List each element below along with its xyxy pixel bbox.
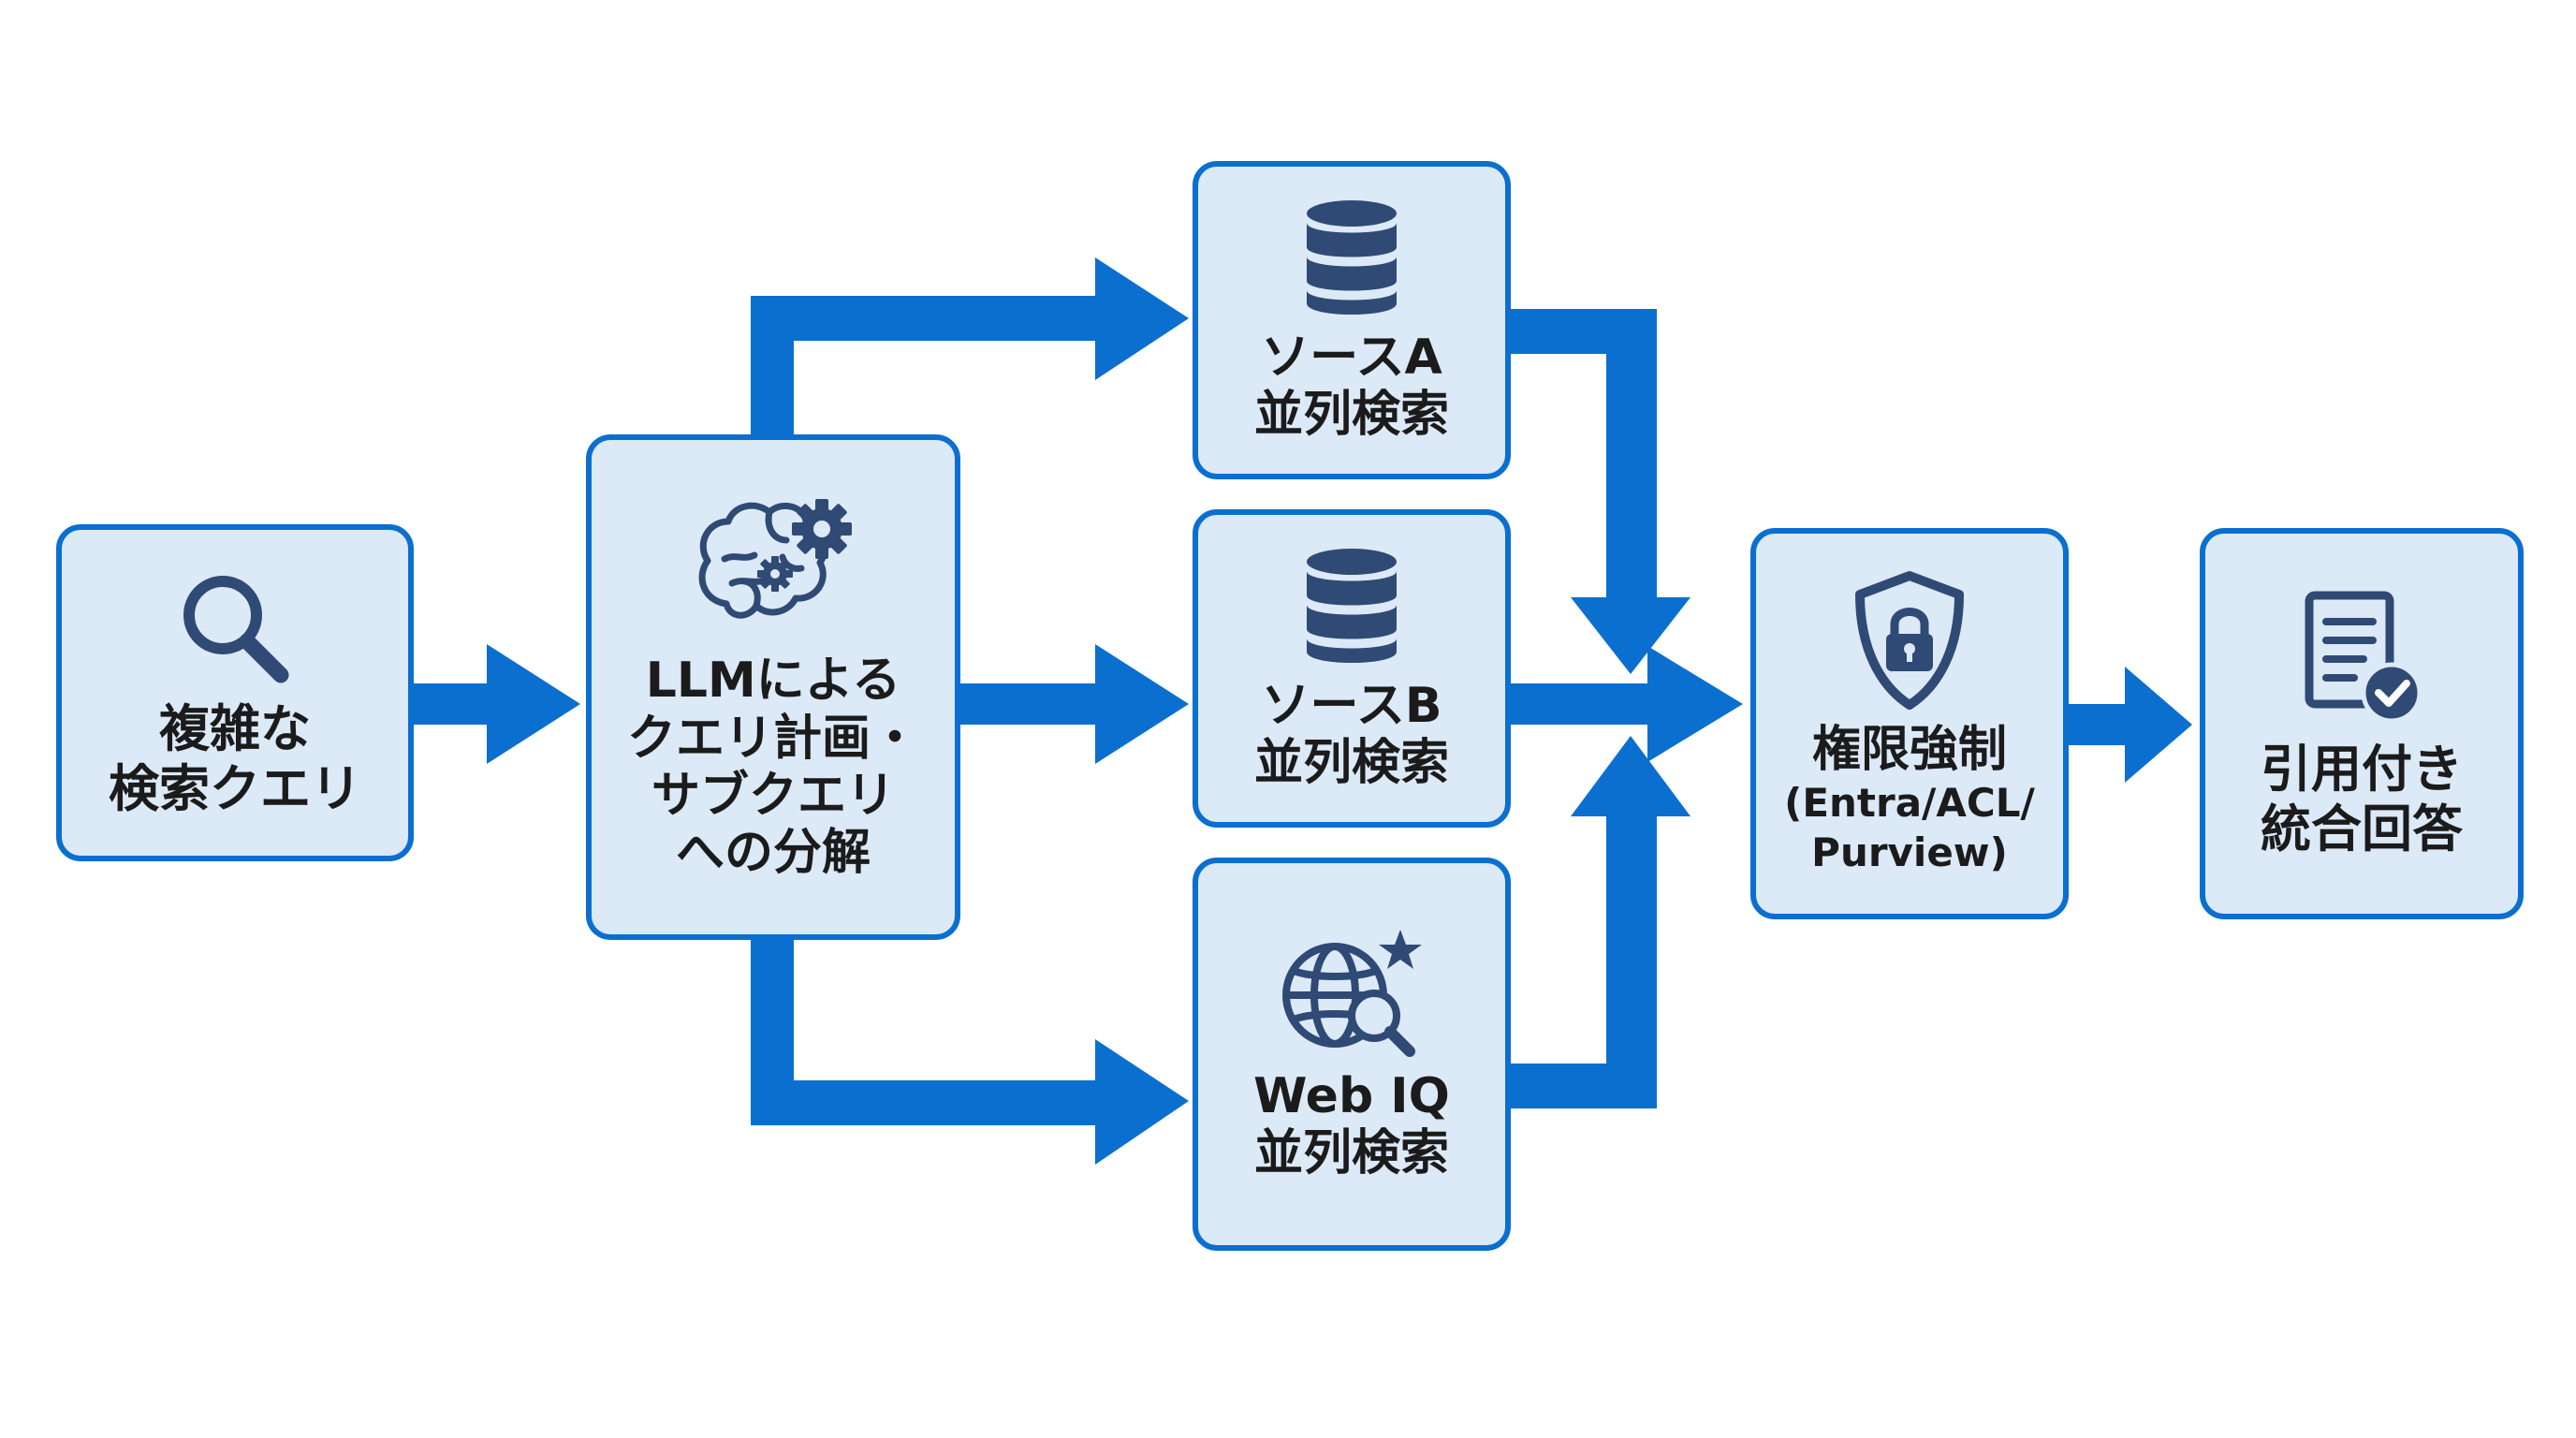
arrow-planner-to-source-b — [957, 644, 1189, 764]
node-query: 複雑な 検索クエリ — [56, 524, 414, 861]
brain-gear-icon — [698, 499, 852, 620]
arrow-planner-to-web-iq — [751, 940, 1189, 1165]
node-web-iq: Web IQ 並列検索 — [1193, 858, 1511, 1251]
answer-label-line2: 統合回答 — [2261, 800, 2463, 858]
arrow-source-a-to-merge — [1509, 309, 1690, 674]
arrow-web-iq-to-merge — [1509, 736, 1690, 1108]
query-label-line2: 検索クエリ — [109, 759, 361, 818]
shield-lock-icon — [1855, 570, 1964, 710]
database-icon — [1307, 548, 1397, 663]
node-planner: LLMによる クエリ計画・ サブクエリ への分解 — [586, 434, 960, 940]
permission-label-line3: Purview) — [1811, 829, 2008, 875]
query-label-line1: 複雑な — [159, 699, 311, 759]
node-answer: 引用付き 統合回答 — [2200, 528, 2524, 919]
arrow-permission-to-answer — [2065, 667, 2192, 783]
arrow-query-to-planner — [408, 644, 580, 764]
source-b-label-line1: ソースB — [1261, 677, 1442, 734]
planner-label-line3: サブクエリ — [651, 768, 895, 824]
answer-label-line1: 引用付き — [2261, 740, 2463, 800]
search-icon — [183, 576, 289, 683]
planner-label-line1: LLMによる — [645, 653, 901, 710]
web-iq-label-line2: 並列検索 — [1253, 1125, 1449, 1181]
source-a-label-line2: 並列検索 — [1253, 387, 1449, 443]
globe-search-icon — [1282, 929, 1422, 1057]
node-source-a: ソースA 並列検索 — [1193, 161, 1511, 479]
source-a-label-line1: ソースA — [1261, 329, 1442, 386]
planner-label-line4: への分解 — [675, 825, 871, 882]
web-iq-label-line1: Web IQ — [1253, 1067, 1450, 1124]
arrow-source-b-to-permission — [1509, 646, 1743, 762]
arrow-planner-to-source-a — [751, 257, 1189, 434]
database-icon — [1307, 199, 1397, 315]
planner-label-line2: クエリ計画・ — [626, 710, 919, 767]
node-permission: 権限強制 (Entra/ACL/ Purview) — [1750, 528, 2069, 919]
permission-label-line1: 権限強制 — [1811, 721, 2007, 778]
node-source-b: ソースB 並列検索 — [1193, 509, 1511, 828]
document-check-icon — [2305, 591, 2422, 724]
source-b-label-line2: 並列検索 — [1253, 735, 1449, 791]
permission-label-line2: (Entra/ACL/ — [1784, 780, 2035, 827]
